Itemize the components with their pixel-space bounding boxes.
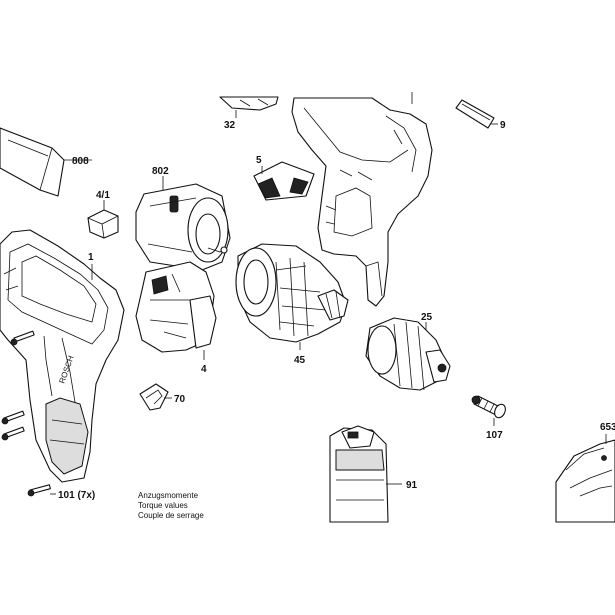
screw-101-b: [1, 410, 25, 425]
torque-note: Anzugsmomente Torque values Couple de se…: [138, 491, 204, 520]
callout-91: 91: [406, 480, 418, 491]
screw-101-d: [27, 484, 51, 497]
part-1-housing-left[interactable]: ROSCH: [0, 229, 125, 483]
callout-70: 70: [174, 394, 186, 405]
callout-802: 802: [152, 166, 169, 177]
part-4-switch[interactable]: [135, 261, 217, 353]
torque-note-fr: Couple de serrage: [138, 511, 204, 520]
callout-4: 4: [201, 364, 207, 375]
part-4-1-block[interactable]: [87, 209, 119, 239]
callout-9: 9: [500, 120, 506, 131]
part-653-charger[interactable]: [555, 439, 615, 523]
callout-107: 107: [486, 430, 503, 441]
part-45-gearbox[interactable]: [235, 243, 349, 343]
callout-101: 101 (7x): [58, 490, 95, 501]
part-25-chuck[interactable]: [365, 317, 451, 391]
part-107-screw[interactable]: [471, 395, 507, 419]
callout-32: 32: [224, 120, 236, 131]
callout-4-1: 4/1: [96, 190, 110, 201]
screw-101-a: [10, 330, 35, 346]
callout-653: 653: [600, 422, 615, 433]
part-5-cover[interactable]: [253, 161, 315, 201]
callout-808: 808: [72, 156, 89, 167]
part-808-strip[interactable]: [0, 127, 65, 197]
callout-25: 25: [421, 312, 433, 323]
callout-5: 5: [256, 155, 262, 166]
housing-half-right[interactable]: [291, 97, 433, 307]
part-9-plate[interactable]: [455, 99, 495, 129]
callout-1: 1: [88, 252, 94, 263]
part-32[interactable]: [219, 96, 279, 111]
torque-note-de: Anzugsmomente: [138, 491, 199, 500]
part-70-clip[interactable]: [139, 383, 169, 411]
screw-101-c: [1, 426, 25, 441]
callout-45: 45: [294, 355, 306, 366]
part-91-battery[interactable]: [329, 425, 389, 523]
part-101-screws[interactable]: [1, 330, 51, 497]
part-802-motor[interactable]: [135, 183, 231, 271]
torque-note-en: Torque values: [138, 501, 188, 510]
